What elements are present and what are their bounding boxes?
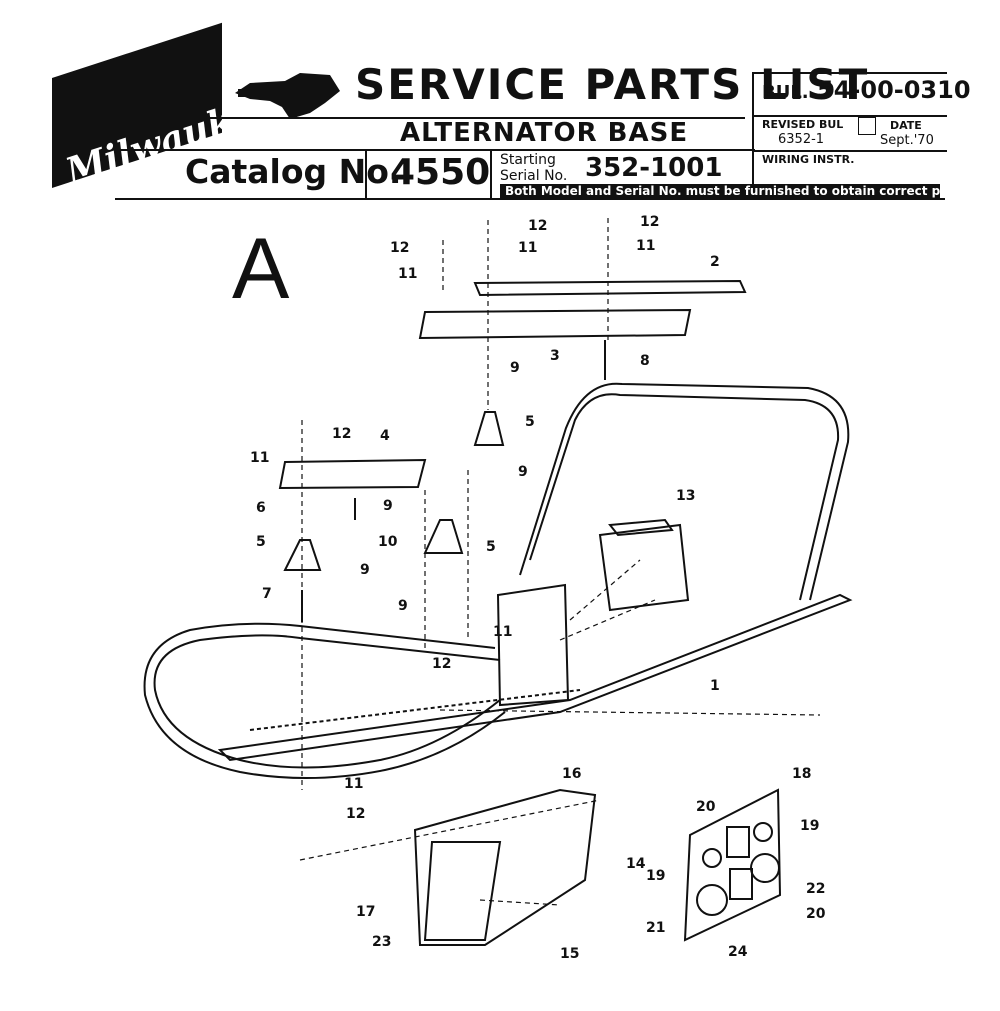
rubber-mount (473, 411, 505, 446)
mount-plate (496, 583, 570, 707)
callout: 8 (640, 353, 650, 369)
callout: 5 (486, 539, 496, 555)
callout: 4 (380, 428, 390, 444)
rubber-mount (423, 519, 464, 554)
bulletin-number: BUL. 54-00-0310 (762, 76, 971, 104)
callout: 3 (550, 348, 560, 364)
plate-part-4 (278, 458, 427, 490)
callout: 23 (372, 934, 391, 950)
callout: 10 (378, 534, 398, 550)
base-rail (249, 689, 581, 731)
callout: 9 (398, 598, 408, 614)
callout: 5 (525, 414, 535, 430)
callout: 12 (390, 240, 409, 256)
frame-tube (153, 634, 501, 769)
callout: 14 (626, 856, 646, 872)
callout: 12 (346, 806, 365, 822)
callout: 6 (256, 500, 266, 516)
catalog-number: 4550 (390, 152, 491, 193)
date-value: Sept.'70 (880, 133, 934, 148)
product-subtitle: ALTERNATOR BASE (400, 118, 689, 148)
callout: 12 (332, 426, 351, 442)
panel-hole (702, 848, 722, 868)
callout: 1 (710, 678, 720, 694)
frame-tube (529, 393, 840, 601)
alternator-block (598, 523, 690, 612)
callout: 20 (806, 906, 826, 922)
divider (752, 150, 947, 152)
callout: 11 (344, 776, 363, 792)
revised-label: REVISED BUL (762, 118, 844, 131)
drill-icon (235, 73, 340, 119)
callout: 9 (518, 464, 528, 480)
revised-number: 6352-1 (778, 132, 825, 147)
notice-banner: Both Model and Serial No. must be furnis… (500, 184, 940, 200)
header-rule (115, 149, 755, 151)
callout: 19 (646, 868, 665, 884)
callout: 5 (256, 534, 266, 550)
cover-box-16 (423, 841, 502, 941)
cover-box-16 (413, 788, 597, 946)
callout: 16 (562, 766, 581, 782)
rubber-mount (283, 539, 322, 571)
divider (752, 72, 754, 187)
revised-checkbox (858, 117, 876, 135)
plate-part-2 (473, 279, 747, 297)
section-letter: A (232, 221, 290, 317)
page-title: SERVICE PARTS LIST (355, 60, 870, 109)
divider (752, 72, 947, 74)
twist-lock-receptacle (696, 884, 728, 916)
outlet-receptacle (729, 868, 753, 900)
callout: 11 (493, 624, 512, 640)
callout: 9 (510, 360, 520, 376)
callout: 18 (792, 766, 811, 782)
callout: 22 (806, 881, 825, 897)
header-rule (115, 198, 945, 200)
callout: 9 (383, 498, 393, 514)
divider (365, 151, 367, 198)
callout: 17 (356, 904, 375, 920)
serial-number: 352-1001 (585, 153, 723, 183)
outlet-panel-18 (683, 788, 782, 942)
callout: 12 (640, 214, 659, 230)
callout: 11 (250, 450, 269, 466)
serial-label: Serial No. (500, 168, 568, 184)
plate-part-3 (418, 308, 692, 340)
callout: 9 (360, 562, 370, 578)
callout: 19 (800, 818, 819, 834)
alternator-block (608, 518, 674, 537)
frame-tube (143, 622, 506, 780)
callout: 11 (636, 238, 655, 254)
starting-label: Starting (500, 152, 556, 168)
outlet-receptacle (726, 826, 750, 858)
callout: 20 (696, 799, 716, 815)
divider (752, 115, 947, 117)
callout: 15 (560, 946, 579, 962)
twist-lock-receptacle (750, 853, 780, 883)
callout: 7 (262, 586, 272, 602)
callout: 13 (676, 488, 695, 504)
callout: 11 (398, 266, 417, 282)
callout: 11 (518, 240, 537, 256)
frame-tube (519, 382, 850, 601)
callout: 2 (710, 254, 720, 270)
callout: 24 (728, 944, 748, 960)
header-rule (115, 117, 745, 119)
callout: 12 (432, 656, 451, 672)
base-rail (217, 593, 853, 762)
callout: 21 (646, 920, 665, 936)
divider (490, 151, 492, 198)
panel-hole (753, 822, 773, 842)
wiring-label: WIRING INSTR. (762, 153, 855, 166)
callout: 12 (528, 218, 547, 234)
date-label: DATE (890, 119, 922, 132)
